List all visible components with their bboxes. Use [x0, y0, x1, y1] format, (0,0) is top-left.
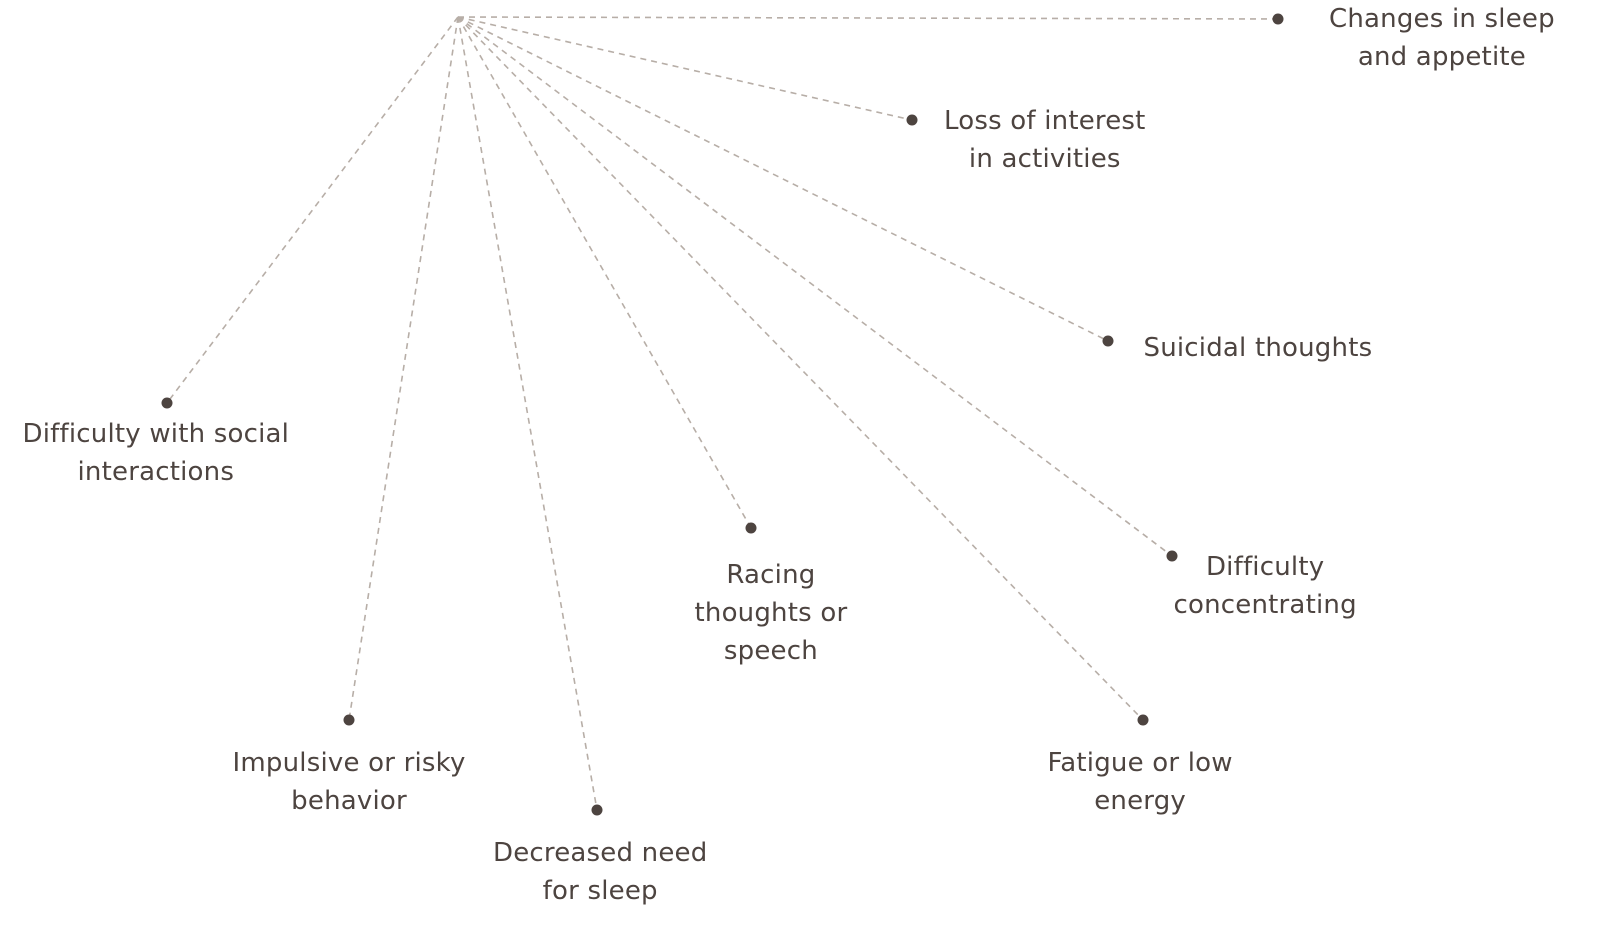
connector-difficulty-social: [166, 16, 459, 404]
node-dot-decreased-sleep: [591, 804, 603, 816]
node-dot-changes-sleep-appetite: [1272, 13, 1284, 25]
node-label-decreased-sleep: Decreased need for sleep: [493, 838, 708, 906]
node-label-suicidal-thoughts: Suicidal thoughts: [1143, 333, 1373, 363]
node-dot-difficulty-concentrating: [1166, 550, 1178, 562]
node-label-fatigue: Fatigue or low energy: [1047, 748, 1233, 816]
node-dots: [161, 13, 1284, 816]
node-dot-difficulty-social: [161, 397, 173, 409]
node-label-loss-of-interest: Loss of interest in activities: [944, 106, 1146, 174]
connector-suicidal-thoughts: [457, 16, 1109, 342]
node-dot-fatigue: [1137, 714, 1149, 726]
connector-impulsive-behavior: [348, 16, 459, 721]
connector-lines: [166, 16, 1279, 811]
node-label-changes-sleep-appetite: Changes in sleep and appetite: [1329, 4, 1555, 72]
connector-loss-of-interest: [457, 16, 913, 121]
node-dot-suicidal-thoughts: [1102, 335, 1114, 347]
node-label-difficulty-concentrating: Difficulty concentrating: [1173, 552, 1357, 620]
node-dot-impulsive-behavior: [343, 714, 355, 726]
node-dot-racing-thoughts: [745, 522, 757, 534]
connector-changes-sleep-appetite: [457, 16, 1279, 20]
node-label-difficulty-social: Difficulty with social interactions: [22, 419, 290, 487]
node-label-impulsive-behavior: Impulsive or risky behavior: [232, 748, 466, 816]
node-label-racing-thoughts: Racing thoughts or speech: [694, 560, 848, 666]
connector-decreased-sleep: [457, 16, 598, 811]
node-dot-loss-of-interest: [906, 114, 918, 126]
connector-fatigue: [457, 16, 1144, 721]
